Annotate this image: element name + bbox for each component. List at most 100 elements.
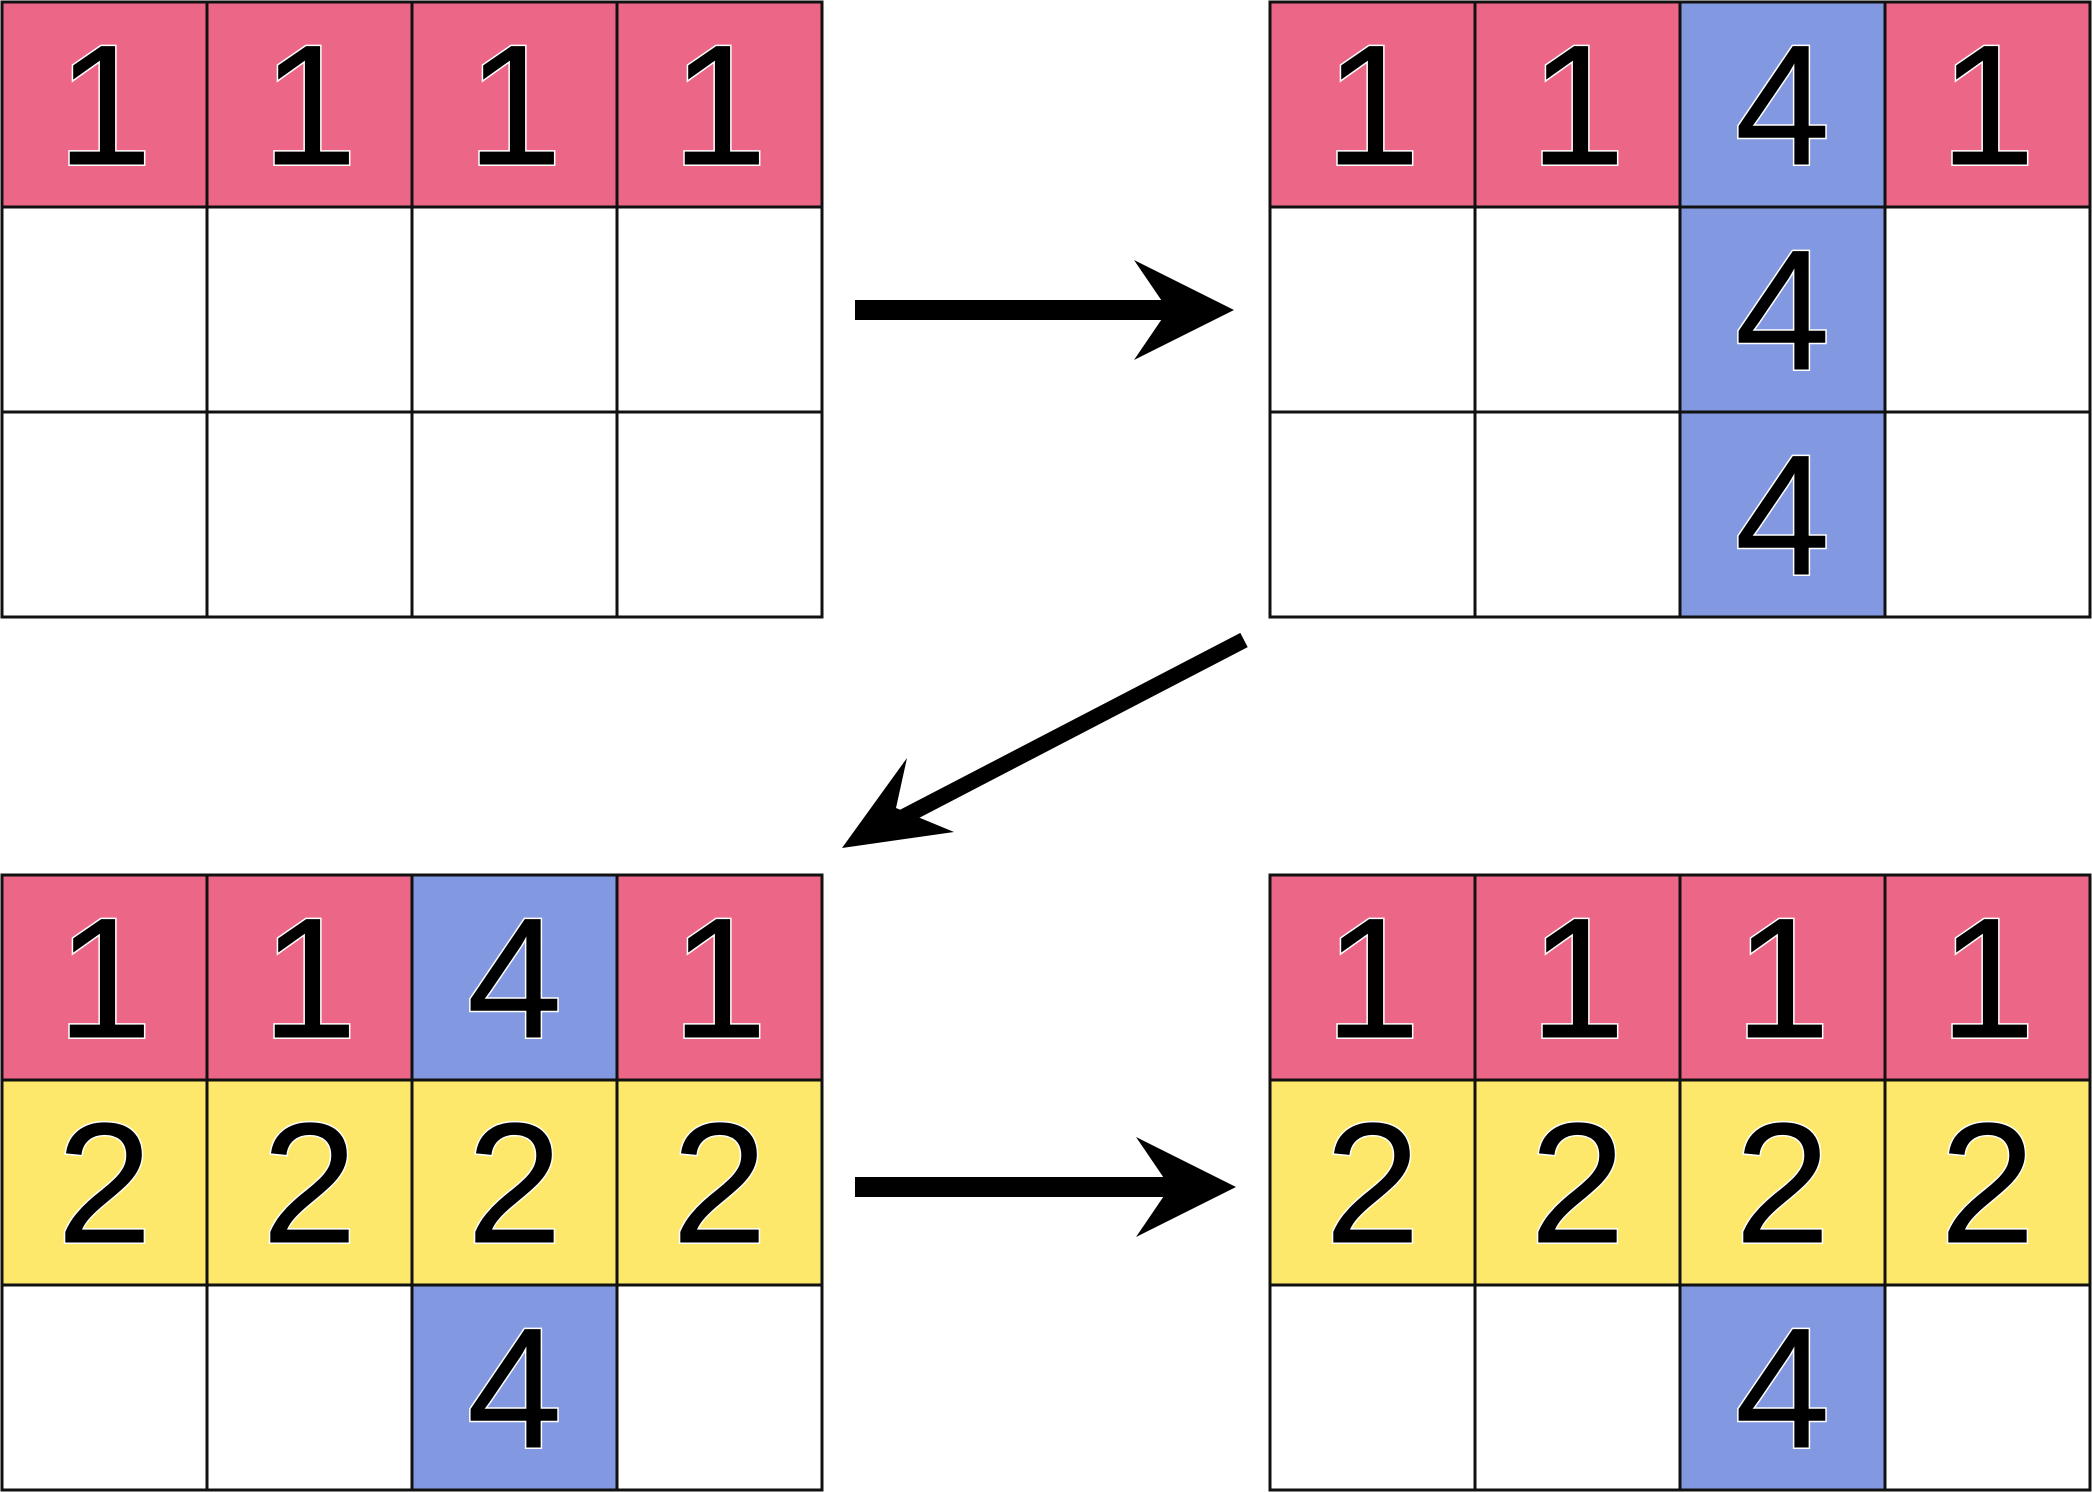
grid-cell-empty (615, 205, 824, 414)
grid-cell-2: 2 (1473, 1078, 1682, 1287)
grid-cell-1: 1 (410, 0, 619, 209)
cell-number: 2 (262, 1088, 358, 1280)
grid-cell-2: 2 (1268, 1078, 1477, 1287)
cell-background (1883, 0, 2092, 209)
cell-background (1883, 873, 2092, 1082)
grid-cell-1: 1 (1678, 873, 1887, 1082)
cell-background (1678, 873, 1887, 1082)
arrow-step-3-to-4 (855, 1137, 1236, 1237)
cell-number: 4 (467, 1293, 563, 1485)
cell-background (615, 205, 824, 414)
grid-cell-4: 4 (410, 873, 619, 1082)
cell-background (615, 410, 824, 619)
grid-cell-2: 2 (1883, 1078, 2092, 1287)
grid-cell-1: 1 (615, 873, 824, 1082)
grid-cell-2: 2 (205, 1078, 414, 1287)
cell-number: 4 (467, 883, 563, 1075)
cell-background (1883, 410, 2092, 619)
cell-background (410, 1078, 619, 1287)
cell-background (1473, 1078, 1682, 1287)
cell-background (615, 1078, 824, 1287)
cell-number: 1 (1530, 883, 1626, 1075)
grid-cell-empty (1883, 1283, 2092, 1492)
cell-background (1473, 410, 1682, 619)
cell-background (205, 1078, 414, 1287)
cell-background (1678, 0, 1887, 209)
grid-cell-empty (205, 1283, 414, 1492)
cell-number: 2 (1530, 1088, 1626, 1280)
grid-cell-1: 1 (1268, 0, 1477, 209)
cell-number: 1 (672, 10, 768, 202)
arrow-step-1-to-2 (855, 260, 1234, 360)
cell-number: 1 (1530, 10, 1626, 202)
cell-background (1268, 1283, 1477, 1492)
grid-cell-1: 1 (1473, 0, 1682, 209)
cell-number: 1 (1735, 883, 1831, 1075)
cell-number: 4 (1735, 215, 1831, 407)
cell-number: 1 (262, 883, 358, 1075)
grid-cell-1: 1 (615, 0, 824, 209)
cell-background (0, 1078, 209, 1287)
cell-background (0, 205, 209, 414)
grid-cell-1: 1 (1883, 0, 2092, 209)
grid-cell-empty (410, 205, 619, 414)
cell-background (1473, 873, 1682, 1082)
grid-cell-empty (0, 410, 209, 619)
cell-number: 1 (1940, 883, 2036, 1075)
cell-number: 2 (57, 1088, 153, 1280)
cell-number: 4 (1735, 1293, 1831, 1485)
cell-number: 1 (1325, 883, 1421, 1075)
cell-background (205, 410, 414, 619)
arrows-layer (842, 260, 1248, 1237)
grid-cell-2: 2 (1678, 1078, 1887, 1287)
cell-background (615, 0, 824, 209)
grid-cell-empty (1268, 1283, 1477, 1492)
cell-background (1268, 1078, 1477, 1287)
cell-background (0, 0, 209, 209)
cell-background (1883, 1283, 2092, 1492)
grid-cell-2: 2 (410, 1078, 619, 1287)
grid-cell-4: 4 (1678, 0, 1887, 209)
grid-cell-empty (1883, 205, 2092, 414)
grid-cell-empty (205, 205, 414, 414)
cell-number: 1 (672, 883, 768, 1075)
cell-background (410, 873, 619, 1082)
cell-background (205, 205, 414, 414)
cell-number: 4 (1735, 420, 1831, 612)
arrow-step-2-to-3 (842, 632, 1248, 848)
cell-background (1678, 410, 1887, 619)
grid-cell-empty (410, 410, 619, 619)
cell-number: 1 (262, 10, 358, 202)
grid-cell-4: 4 (410, 1283, 619, 1492)
cell-background (1473, 0, 1682, 209)
cell-background (1268, 410, 1477, 619)
cell-number: 2 (1735, 1088, 1831, 1280)
cell-number: 1 (1940, 10, 2036, 202)
cell-background (1268, 0, 1477, 209)
cell-number: 1 (57, 883, 153, 1075)
cell-number: 4 (1735, 10, 1831, 202)
cell-background (410, 1283, 619, 1492)
cell-number: 1 (467, 10, 563, 202)
grid-cell-empty (1473, 1283, 1682, 1492)
cell-number: 2 (1940, 1088, 2036, 1280)
cell-background (0, 410, 209, 619)
grid-cell-1: 1 (0, 873, 209, 1082)
cell-number: 1 (57, 10, 153, 202)
grid-cell-1: 1 (205, 0, 414, 209)
grid-cell-1: 1 (1473, 873, 1682, 1082)
grid-cell-empty (615, 410, 824, 619)
grid-cell-empty (1268, 410, 1477, 619)
grid-cell-empty (615, 1283, 824, 1492)
cell-number: 1 (1325, 10, 1421, 202)
cell-background (0, 1283, 209, 1492)
grid-cell-1: 1 (1268, 873, 1477, 1082)
cell-background (205, 1283, 414, 1492)
cell-background (615, 1283, 824, 1492)
